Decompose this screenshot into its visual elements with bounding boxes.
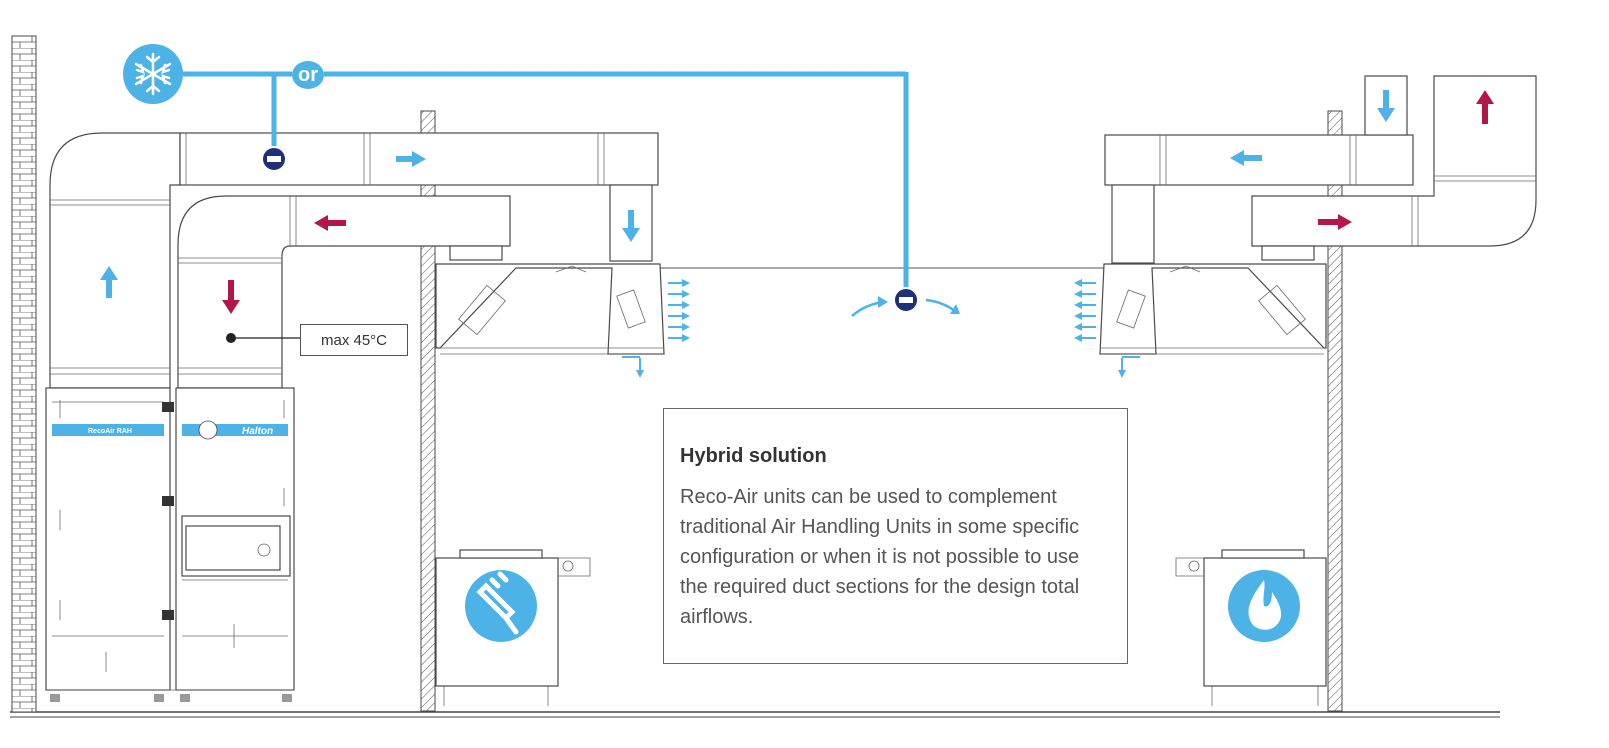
air-jets-right-hood: [1074, 279, 1140, 378]
supply-arrow-down-right: [1377, 90, 1395, 122]
hatched-wall-right: [1327, 110, 1343, 712]
or-label: or: [292, 61, 324, 89]
recoair-unit: RecoAir RAH Halton: [45, 387, 295, 702]
unit-model-label: RecoAir RAH: [88, 428, 132, 435]
right-ductwork: [1104, 75, 1537, 264]
supply-arrow-left-right-duct: [1230, 150, 1262, 166]
gas-appliance: [1175, 549, 1327, 706]
exhaust-arrow-right: [1318, 214, 1352, 230]
unit-badge-icon: [198, 420, 218, 440]
left-kitchen-hood: [435, 263, 665, 355]
supply-arrow-down-hood: [622, 210, 640, 242]
brick-wall: [11, 35, 37, 713]
supply-arrow-up-left: [100, 266, 118, 298]
unit-brand-label: Halton: [242, 426, 273, 437]
exhaust-arrow-up-right: [1476, 90, 1494, 124]
room-air-arrow-right: [925, 298, 957, 313]
temperature-label: max 45°C: [300, 324, 408, 356]
hatched-wall-left: [420, 110, 436, 712]
cooling-pipes: [180, 71, 909, 290]
hybrid-solution-info-box: Hybrid solution Reco-Air units can be us…: [663, 408, 1128, 664]
air-jets-left-hood: [622, 279, 690, 378]
snowflake-icon: [123, 44, 183, 104]
electric-plug-icon: [465, 570, 537, 642]
exhaust-arrow-down-unit: [222, 280, 240, 314]
info-body: Reco-Air units can be used to complement…: [680, 486, 1080, 628]
minus-damper-icon: [261, 146, 287, 172]
supply-arrow-right-top: [396, 151, 426, 167]
electric-appliance: [435, 549, 591, 706]
exhaust-arrow-left: [314, 215, 346, 231]
minus-damper-icon-room: [893, 287, 919, 313]
info-title: Hybrid solution: [680, 445, 827, 467]
right-kitchen-hood: [1099, 263, 1327, 355]
